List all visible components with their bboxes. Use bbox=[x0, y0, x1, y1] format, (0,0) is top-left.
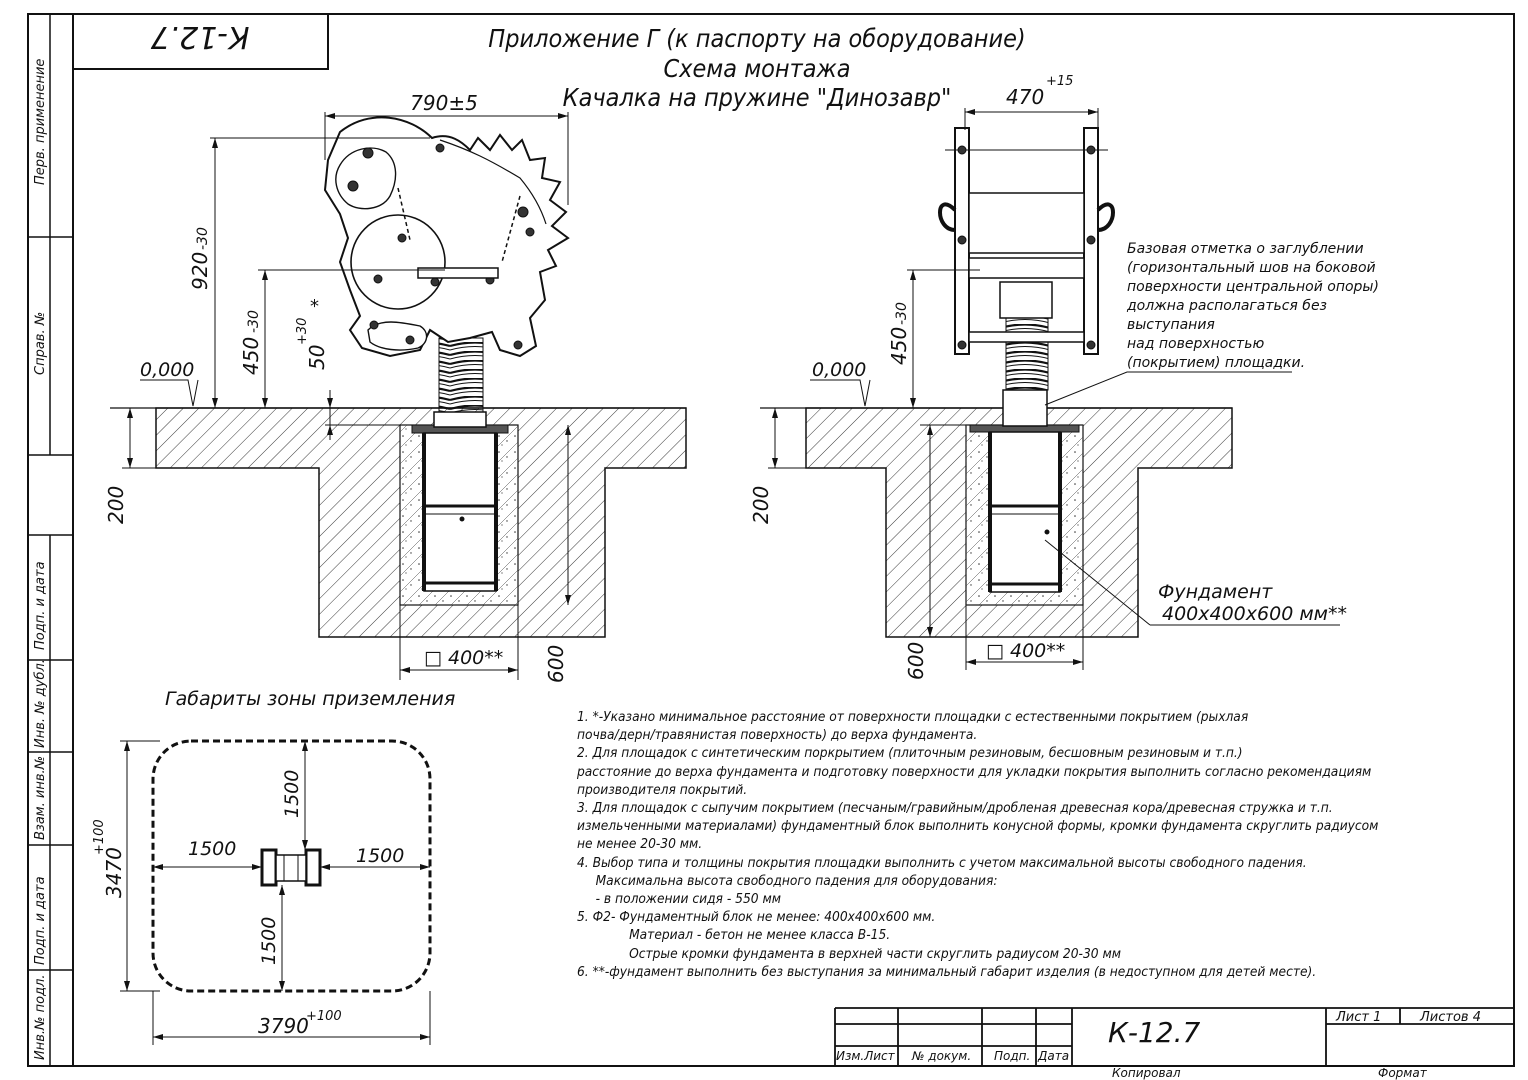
code-box-text: К-12.7 bbox=[151, 19, 250, 54]
callout-line-1: Базовая отметка о заглублении bbox=[1127, 241, 1364, 257]
tb-code: К-12.7 bbox=[1108, 1016, 1201, 1049]
code-box bbox=[72, 13, 329, 70]
stamp-vzam-inv-no: Взам. инв.№ bbox=[33, 756, 48, 840]
title-line3: Качалка на пружине "Динозавр" bbox=[563, 83, 952, 112]
zone-width-tol: +100 bbox=[306, 1009, 342, 1024]
front-depth-dim: 600 bbox=[544, 645, 568, 683]
front-level-mark: 0,000 bbox=[140, 359, 194, 381]
callout-line-7: (покрытием) площадки. bbox=[1127, 355, 1305, 371]
side-base-dim: □ 400** bbox=[986, 640, 1065, 662]
zone-dimensions bbox=[120, 740, 431, 1045]
title-line2: Схема монтажа bbox=[663, 54, 850, 83]
callout-line-4: должна располагаться без bbox=[1126, 298, 1327, 314]
callout-line-6: над поверхностью bbox=[1127, 336, 1264, 352]
tb-podp: Подп. bbox=[994, 1049, 1030, 1063]
front-foundation-frame bbox=[411, 424, 509, 592]
tb-kopiroval: Копировал bbox=[1112, 1066, 1181, 1080]
note-line: - в положении сидя - 550 мм bbox=[595, 892, 781, 908]
side-dimensions bbox=[768, 108, 1340, 670]
side-callout: Базовая отметка о заглублении (горизонта… bbox=[1126, 241, 1379, 371]
stamp-sprav-no: Справ. № bbox=[33, 312, 48, 375]
title-line1: Приложение Г (к паспорту на оборудование… bbox=[488, 24, 1025, 53]
side-spring bbox=[999, 281, 1053, 427]
side-stamp bbox=[27, 14, 73, 1066]
tb-izm-list: Изм.Лист bbox=[836, 1049, 896, 1063]
note-line: 1. *-Указано минимальное расстояние от п… bbox=[577, 710, 1249, 725]
front-dimensions bbox=[122, 112, 571, 680]
front-seat-tol: -30 bbox=[246, 310, 262, 333]
side-seat-dim: 450 bbox=[887, 327, 911, 365]
zone-height-tol: +100 bbox=[92, 819, 107, 855]
zone-right-dim: 1500 bbox=[356, 845, 404, 867]
tb-listov: Листов 4 bbox=[1419, 1010, 1481, 1025]
zone-equipment-plan bbox=[260, 848, 322, 887]
callout-line-5: выступания bbox=[1127, 317, 1215, 333]
stamp-podp-i-data-1: Подп. и дата bbox=[33, 561, 48, 650]
dinosaur-body bbox=[323, 116, 570, 358]
note-line: измельченными материалами) фундаментный … bbox=[577, 819, 1379, 835]
front-ground-dim: 200 bbox=[104, 486, 128, 524]
note-line: Материал - бетон не менее класса В-15. bbox=[629, 928, 891, 944]
tb-list: Лист 1 bbox=[1335, 1010, 1381, 1025]
side-width-tol: +15 bbox=[1046, 74, 1073, 89]
stamp-perv-primenenie: Перв. примeнение bbox=[33, 59, 48, 185]
note-line: почва/дерн/травянистая поверхность) до в… bbox=[577, 728, 978, 744]
front-gap-tol: +30 bbox=[295, 318, 310, 345]
front-seat-dim: 450 bbox=[239, 337, 263, 375]
front-seat-plate bbox=[397, 187, 521, 279]
notes-block: 1. *-Указано минимальное расстояние от п… bbox=[577, 709, 1442, 982]
side-level-mark: 0,000 bbox=[812, 359, 866, 381]
side-width-dim: 470 bbox=[1006, 85, 1044, 109]
note-line: Острые кромки фундамента в верхней части… bbox=[629, 946, 1121, 962]
side-body-frame bbox=[938, 127, 1115, 355]
note-line: 4. Выбор типа и толщины покрытия площадк… bbox=[577, 855, 1307, 871]
tb-data: Дата bbox=[1037, 1049, 1069, 1063]
note-line: не менее 20-30 мм. bbox=[577, 837, 703, 853]
title-block bbox=[834, 1007, 1514, 1067]
zone-title: Габариты зоны приземления bbox=[165, 688, 455, 710]
stamp-podp-i-data-2: Подп. и дата bbox=[33, 876, 48, 965]
tb-format: Формат bbox=[1378, 1066, 1428, 1080]
front-gap-mark: * bbox=[310, 296, 319, 317]
side-foundation-frame bbox=[969, 424, 1080, 593]
zone-top-dim: 1500 bbox=[281, 770, 303, 818]
zone-width-dim: 3790 bbox=[258, 1014, 309, 1038]
front-height-dim: 920 bbox=[188, 252, 212, 290]
note-line: Максимальна высота свободного падения дл… bbox=[595, 873, 998, 889]
front-width-dim: 790±5 bbox=[410, 91, 478, 115]
zone-height-dim: 3470 bbox=[102, 847, 126, 898]
front-height-tol: -30 bbox=[195, 227, 211, 250]
callout-line-2: (горизонтальный шов на боковой bbox=[1127, 260, 1376, 276]
note-line: 2. Для площадок с синтетическим поркрыти… bbox=[577, 746, 1243, 762]
front-ground-section bbox=[110, 407, 687, 638]
zone-left-dim: 1500 bbox=[188, 838, 236, 860]
side-depth-dim: 600 bbox=[904, 642, 928, 680]
note-line: 5. Ф2- Фундаментный блок не менее: 400х4… bbox=[577, 910, 936, 926]
note-line: расстояние до верха фундамента и подгото… bbox=[577, 764, 1372, 780]
tb-doc-no: № докум. bbox=[911, 1049, 971, 1063]
stamp-inv-no-dubl: Инв. № дубл. bbox=[33, 659, 48, 748]
foundation-label: Фундамент bbox=[1158, 581, 1273, 603]
note-line: производителя покрытий. bbox=[577, 782, 748, 798]
callout-line-3: поверхности центральной опоры) bbox=[1127, 279, 1379, 295]
side-ground-dim: 200 bbox=[749, 486, 773, 524]
side-seat-tol: -30 bbox=[894, 302, 910, 325]
stamp-inv-no-podl: Инв.№ подл. bbox=[33, 974, 48, 1060]
foundation-size: 400х400х600 мм** bbox=[1162, 603, 1347, 625]
note-line: 6. **-фундамент выполнить без выступания… bbox=[577, 964, 1317, 980]
front-base-dim: □ 400** bbox=[424, 647, 503, 669]
note-line: 3. Для площадок с сыпучим покрытием (пес… bbox=[577, 801, 1333, 817]
front-gap-dim: 50 bbox=[305, 345, 329, 370]
zone-bottom-dim: 1500 bbox=[258, 917, 280, 965]
